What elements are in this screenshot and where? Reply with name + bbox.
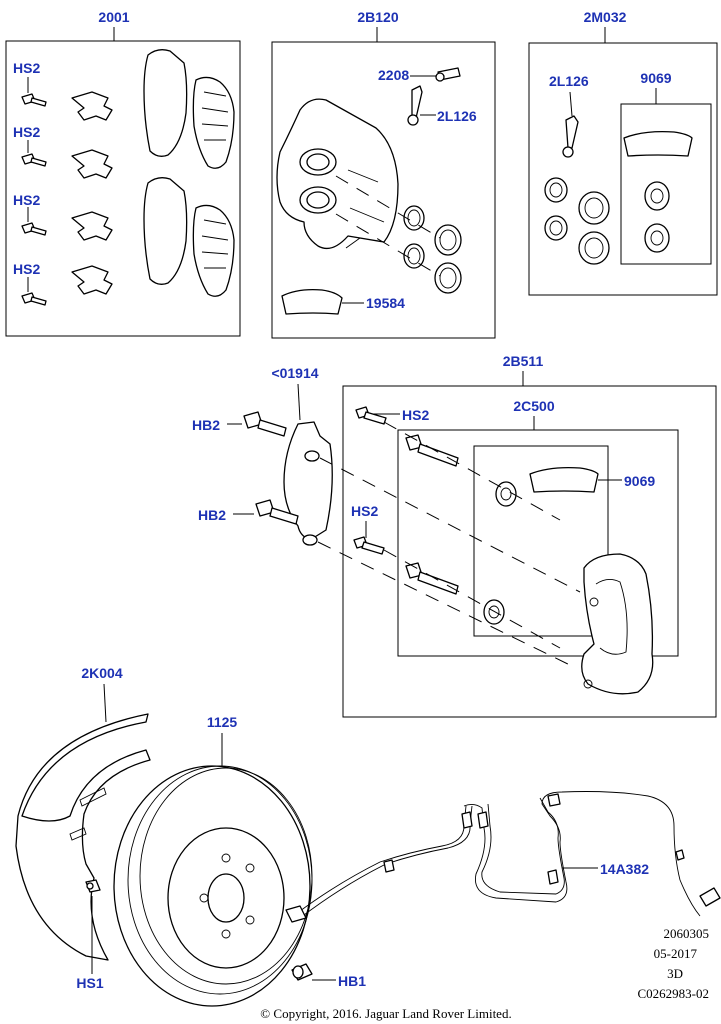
brake-pad-upper <box>143 49 235 169</box>
caliper-body <box>276 98 399 250</box>
label-2b120[interactable]: 2B120 <box>357 9 398 25</box>
label-hs2[interactable]: HS2 <box>13 60 40 76</box>
label-2208[interactable]: 2208 <box>378 67 409 83</box>
caliper-carrier <box>581 553 654 695</box>
brake-disc <box>113 765 313 1007</box>
label-2m032[interactable]: 2M032 <box>584 9 627 25</box>
label-hb2[interactable]: HB2 <box>198 507 226 523</box>
seal-ring <box>578 191 610 225</box>
piston-seal <box>434 262 462 294</box>
guide-boot <box>644 181 670 211</box>
label-2k004[interactable]: 2K004 <box>81 665 122 681</box>
illustration-id: C0262983-02 <box>638 986 710 1001</box>
group-2b511: 2B511 HS2 HS2 2C500 9069 <box>342 353 717 718</box>
label-hs2[interactable]: HS2 <box>13 192 40 208</box>
copyright-notice: © Copyright, 2016. Jaguar Land Rover Lim… <box>260 1006 511 1021</box>
label-2b511[interactable]: 2B511 <box>503 353 544 369</box>
label-01914[interactable]: <01914 <box>271 365 318 381</box>
group-2m032: 2M032 2L126 9069 <box>528 9 718 296</box>
label-hs2[interactable]: HS2 <box>13 261 40 277</box>
diagram-code: 2060305 <box>664 926 710 941</box>
seal-ring <box>544 177 568 203</box>
pad-clip <box>71 211 113 241</box>
piston-seal <box>434 224 462 256</box>
pad-clip <box>71 265 113 295</box>
seal-ring <box>544 215 568 241</box>
diagram-view: 3D <box>667 966 683 981</box>
seal-ring <box>578 231 610 265</box>
group-1125: 1125 HB1 <box>113 714 366 1007</box>
label-2c500[interactable]: 2C500 <box>513 398 554 414</box>
label-1125[interactable]: 1125 <box>207 714 238 730</box>
label-19584[interactable]: 19584 <box>366 295 405 311</box>
label-9069[interactable]: 9069 <box>640 70 671 86</box>
hose-bracket <box>407 85 423 126</box>
guide-pin <box>405 434 459 467</box>
grease-sachet <box>529 466 599 493</box>
hb1-bolt <box>291 963 313 981</box>
hb2-bolt <box>243 411 287 437</box>
label-2l126[interactable]: 2L126 <box>437 108 477 124</box>
brake-pad-lower <box>143 177 235 297</box>
guide-pin <box>405 562 459 595</box>
splash-shield <box>15 713 151 961</box>
hs2-bolt <box>21 222 47 236</box>
hose-bracket <box>562 115 579 158</box>
label-hs2[interactable]: HS2 <box>13 124 40 140</box>
guide-boot <box>644 223 670 253</box>
guide-boot <box>495 481 517 507</box>
guide-boot <box>483 599 505 625</box>
label-9069[interactable]: 9069 <box>624 473 655 489</box>
label-2001[interactable]: 2001 <box>98 9 129 25</box>
bleed-nipple <box>435 67 461 82</box>
pad-clip <box>71 149 113 179</box>
group-2b120: 2B120 <box>271 9 496 339</box>
group-2001: 2001 HS2 HS2 HS2 HS2 <box>5 9 241 337</box>
wear-sensor <box>285 791 721 923</box>
grease-sachet <box>281 288 343 315</box>
label-hb1[interactable]: HB1 <box>338 973 366 989</box>
hs2-bolt <box>21 292 47 306</box>
pad-clip <box>71 91 113 121</box>
piston-seal <box>403 205 425 231</box>
group-2k004: 2K004 HS1 <box>15 665 151 991</box>
label-hs2[interactable]: HS2 <box>351 503 378 519</box>
label-hs1[interactable]: HS1 <box>76 975 103 991</box>
hs2-bolt <box>355 406 387 425</box>
hb2-bolt <box>255 499 299 525</box>
hs2-bolt <box>21 93 47 107</box>
label-hb2[interactable]: HB2 <box>192 417 220 433</box>
hs1-bolt <box>85 879 101 893</box>
piston-seal <box>403 243 425 269</box>
group-01914: <01914 HB2 HB2 <box>192 365 581 669</box>
label-14a382[interactable]: 14A382 <box>600 861 649 877</box>
label-2l126[interactable]: 2L126 <box>549 73 589 89</box>
diagram-metadata: 2060305 05-2017 3D C0262983-02 © Copyrig… <box>260 926 709 1021</box>
diagram-date: 05-2017 <box>654 946 698 961</box>
anchor-plate <box>283 421 333 546</box>
hs2-bolt <box>21 153 47 167</box>
hs2-bolt <box>353 536 385 555</box>
group-14a382: 14A382 <box>285 791 721 923</box>
grease-sachet <box>623 130 693 157</box>
label-hs2[interactable]: HS2 <box>402 407 429 423</box>
